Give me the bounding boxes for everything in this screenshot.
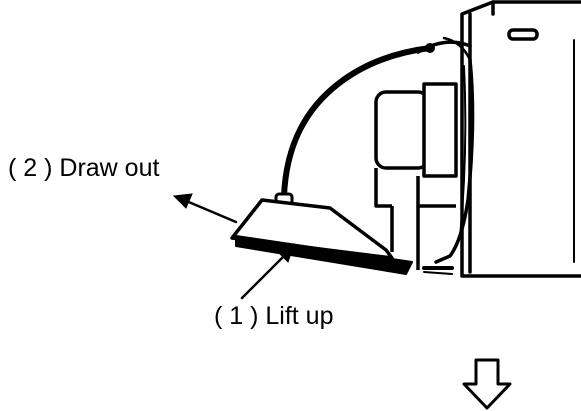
lamp-cable	[281, 43, 435, 199]
step2-label: ( 2 ) Draw out	[8, 154, 159, 182]
unit-housing	[460, 0, 581, 278]
down-arrow-outline-icon	[462, 358, 512, 410]
draw-out-arrow	[172, 193, 238, 224]
lamp-dome-body	[416, 36, 475, 264]
step1-label: ( 1 ) Lift up	[214, 302, 334, 330]
lift-up-arrow	[240, 243, 295, 300]
lamp-cartridge	[230, 192, 454, 275]
lamp-connector-block	[374, 82, 458, 270]
